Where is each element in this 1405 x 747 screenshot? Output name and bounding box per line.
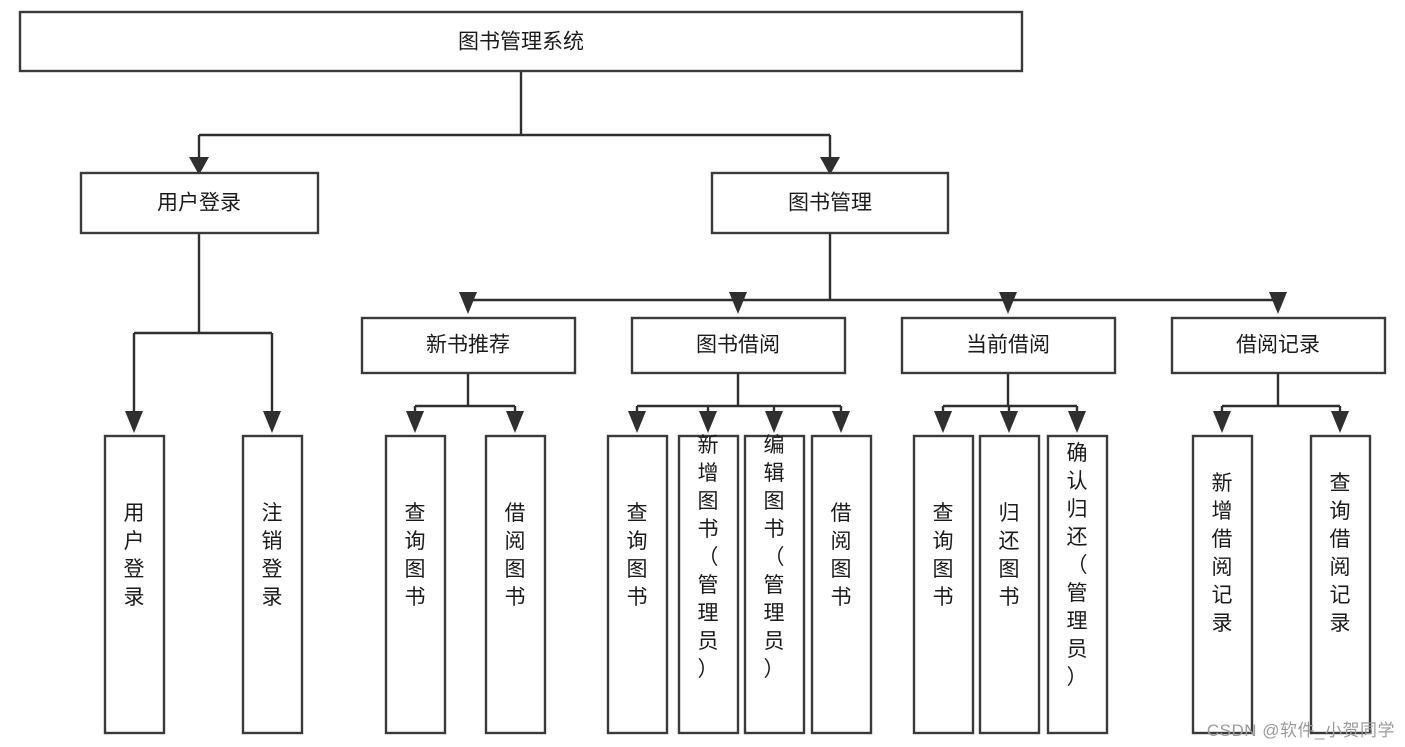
node-leaf-confirm-return-box[interactable] — [1046, 434, 1109, 735]
node-current-borrow-box[interactable] — [900, 316, 1117, 375]
node-leaf-query-book-1-box[interactable] — [384, 434, 447, 735]
node-leaf-borrow-book-1-label: 借阅图书 — [505, 502, 526, 609]
node-leaf-edit-book[interactable]: 编辑图书（管理员） — [743, 434, 806, 735]
node-leaf-query-record[interactable]: 查询借阅记录 — [1309, 434, 1372, 735]
node-current-borrow-label: 当前借阅 — [966, 334, 1050, 357]
node-leaf-add-book-box[interactable] — [677, 434, 740, 735]
node-user-login-box[interactable] — [79, 171, 320, 235]
arrow-icon-to-leaf-borrow-book-2 — [832, 411, 850, 433]
node-new-book-recommend-box[interactable] — [360, 316, 577, 375]
node-leaf-borrow-book-1[interactable]: 借阅图书 — [484, 434, 547, 735]
node-user-login-label: 用户登录 — [157, 192, 241, 215]
node-leaf-logout-box[interactable] — [241, 434, 304, 735]
node-leaf-return-book-box[interactable] — [978, 434, 1041, 735]
node-leaf-borrow-book-2[interactable]: 借阅图书 — [810, 434, 873, 735]
arrow-icon-to-new-book-recommend — [459, 292, 477, 314]
node-book-borrow[interactable]: 图书借阅 — [630, 316, 847, 375]
node-leaf-query-book-1[interactable]: 查询图书 — [384, 434, 447, 735]
arrow-icon-to-current-borrow — [999, 292, 1017, 314]
node-leaf-query-book-3[interactable]: 查询图书 — [912, 434, 975, 735]
node-leaf-query-book-2-box[interactable] — [606, 434, 669, 735]
node-leaf-query-book-1-label: 查询图书 — [405, 502, 426, 609]
arrow-icon-to-leaf-add-book — [699, 411, 717, 433]
arrow-icon-to-user-login — [189, 157, 209, 175]
node-leaf-edit-book-box[interactable] — [743, 434, 806, 735]
arrow-icon-to-leaf-confirm-return — [1068, 411, 1086, 433]
node-leaf-user-login[interactable]: 用户登录 — [103, 434, 166, 735]
node-current-borrow[interactable]: 当前借阅 — [900, 316, 1117, 375]
arrow-icon-to-book-borrow — [729, 292, 747, 314]
node-leaf-add-book-label: 新增图书（管理员） — [698, 434, 719, 681]
arrow-icon-to-leaf-query-book-2 — [628, 411, 646, 433]
node-borrow-record-box[interactable] — [1170, 316, 1387, 375]
arrow-icon-to-leaf-query-book-1 — [406, 411, 424, 433]
node-book-management-box[interactable] — [710, 171, 950, 235]
arrowhead-layer — [125, 157, 1349, 433]
node-borrow-record-label: 借阅记录 — [1236, 334, 1320, 357]
node-user-login[interactable]: 用户登录 — [79, 171, 320, 235]
node-leaf-query-book-2-label: 查询图书 — [627, 502, 648, 609]
arrow-icon-to-leaf-add-record — [1213, 411, 1231, 433]
node-leaf-confirm-return[interactable]: 确认归还（管理员） — [1046, 434, 1109, 735]
node-root-box[interactable] — [18, 10, 1024, 73]
arrow-icon-to-borrow-record — [1269, 292, 1287, 314]
arrow-icon-to-leaf-user-login — [125, 411, 143, 433]
arrow-icon-to-leaf-logout — [263, 411, 281, 433]
node-leaf-add-record-label: 新增借阅记录 — [1212, 472, 1233, 635]
node-leaf-query-record-box[interactable] — [1309, 434, 1372, 735]
arrow-icon-to-leaf-query-book-3 — [934, 411, 952, 433]
node-book-management-label: 图书管理 — [788, 192, 872, 215]
arrow-icon-to-book-management — [820, 157, 840, 175]
node-leaf-edit-book-label: 编辑图书（管理员） — [764, 434, 785, 681]
node-leaf-add-book[interactable]: 新增图书（管理员） — [677, 434, 740, 735]
node-leaf-user-login-label: 用户登录 — [124, 502, 145, 609]
node-new-book-recommend[interactable]: 新书推荐 — [360, 316, 577, 375]
node-leaf-return-book[interactable]: 归还图书 — [978, 434, 1041, 735]
arrow-icon-to-leaf-return-book — [1000, 411, 1018, 433]
node-leaf-logout[interactable]: 注销登录 — [241, 434, 304, 735]
arrow-icon-to-leaf-query-record — [1331, 411, 1349, 433]
node-leaf-query-record-label: 查询借阅记录 — [1330, 472, 1351, 635]
node-leaf-logout-label: 注销登录 — [262, 502, 283, 609]
node-leaf-confirm-return-label: 确认归还（管理员） — [1067, 442, 1088, 689]
node-leaf-borrow-book-1-box[interactable] — [484, 434, 547, 735]
node-root[interactable]: 图书管理系统 — [18, 10, 1024, 73]
node-new-book-recommend-label: 新书推荐 — [426, 334, 510, 357]
node-leaf-borrow-book-2-label: 借阅图书 — [831, 502, 852, 609]
node-leaf-query-book-3-label: 查询图书 — [933, 502, 954, 609]
node-leaf-add-record-box[interactable] — [1191, 434, 1254, 735]
node-leaf-return-book-label: 归还图书 — [999, 502, 1020, 609]
node-book-borrow-box[interactable] — [630, 316, 847, 375]
node-leaf-borrow-book-2-box[interactable] — [810, 434, 873, 735]
node-book-borrow-label: 图书借阅 — [696, 334, 780, 357]
node-root-label: 图书管理系统 — [458, 31, 584, 54]
node-leaf-add-record[interactable]: 新增借阅记录 — [1191, 434, 1254, 735]
arrow-icon-to-leaf-edit-book — [765, 411, 783, 433]
node-book-management[interactable]: 图书管理 — [710, 171, 950, 235]
csdn-watermark: CSDN @软件_小贺同学 — [1206, 721, 1395, 740]
node-borrow-record[interactable]: 借阅记录 — [1170, 316, 1387, 375]
node-leaf-query-book-2[interactable]: 查询图书 — [606, 434, 669, 735]
arrow-icon-to-leaf-borrow-book-1 — [506, 411, 524, 433]
node-leaf-query-book-3-box[interactable] — [912, 434, 975, 735]
node-leaf-user-login-box[interactable] — [103, 434, 166, 735]
